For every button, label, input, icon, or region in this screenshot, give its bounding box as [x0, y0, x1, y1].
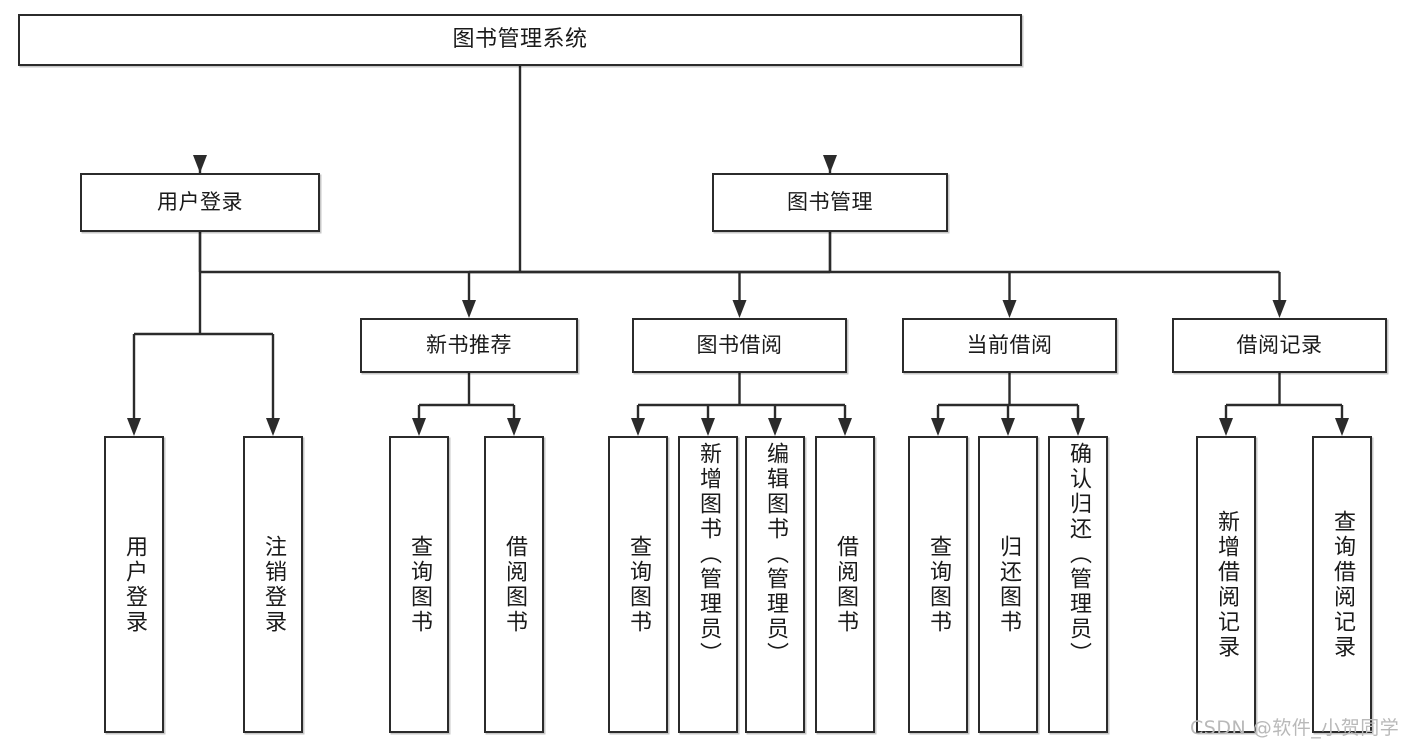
node-n4[interactable]: 图书借阅: [632, 318, 847, 373]
node-label: 借阅记录: [1236, 332, 1323, 357]
node-l10[interactable]: 归还图书: [978, 436, 1038, 733]
node-n3[interactable]: 新书推荐: [360, 318, 578, 373]
node-l1[interactable]: 用户登录: [104, 436, 164, 733]
node-label: 归还图书: [996, 534, 1021, 635]
node-label: 图书借阅: [696, 332, 783, 357]
node-l8[interactable]: 借阅图书: [815, 436, 875, 733]
node-l4[interactable]: 借阅图书: [484, 436, 544, 733]
node-label: 借阅图书: [833, 534, 858, 635]
node-l5[interactable]: 查询图书: [608, 436, 668, 733]
node-n2[interactable]: 图书管理: [712, 173, 948, 232]
node-l11[interactable]: 确认归还（管理员）: [1048, 436, 1108, 733]
node-label: 用户登录: [122, 534, 147, 635]
node-n6[interactable]: 借阅记录: [1172, 318, 1387, 373]
node-label: 注销登录: [261, 534, 286, 635]
node-l7[interactable]: 编辑图书（管理员）: [745, 436, 805, 733]
node-l3[interactable]: 查询图书: [389, 436, 449, 733]
node-label: 查询图书: [626, 534, 651, 635]
node-label: 当前借阅: [966, 332, 1053, 357]
node-label: 编辑图书（管理员）: [763, 442, 788, 667]
node-n5[interactable]: 当前借阅: [902, 318, 1117, 373]
node-label: 确认归还（管理员）: [1066, 442, 1091, 667]
csdn-watermark: CSDN @软件_小贺同学: [1190, 717, 1400, 739]
node-label: 用户登录: [157, 189, 243, 214]
node-label: 图书管理: [787, 189, 873, 214]
node-n1[interactable]: 用户登录: [80, 173, 320, 232]
node-l12[interactable]: 新增借阅记录: [1196, 436, 1256, 733]
node-label: 图书管理系统: [452, 26, 588, 52]
node-label: 查询图书: [926, 534, 951, 635]
node-l9[interactable]: 查询图书: [908, 436, 968, 733]
node-l2[interactable]: 注销登录: [243, 436, 303, 733]
node-l6[interactable]: 新增图书（管理员）: [678, 436, 738, 733]
node-label: 新增借阅记录: [1214, 509, 1239, 660]
node-label: 新增图书（管理员）: [696, 442, 721, 667]
node-root[interactable]: 图书管理系统: [18, 14, 1022, 66]
node-l13[interactable]: 查询借阅记录: [1312, 436, 1372, 733]
node-label: 查询借阅记录: [1330, 509, 1355, 660]
node-label: 借阅图书: [502, 534, 527, 635]
node-label: 查询图书: [407, 534, 432, 635]
node-label: 新书推荐: [426, 332, 512, 357]
